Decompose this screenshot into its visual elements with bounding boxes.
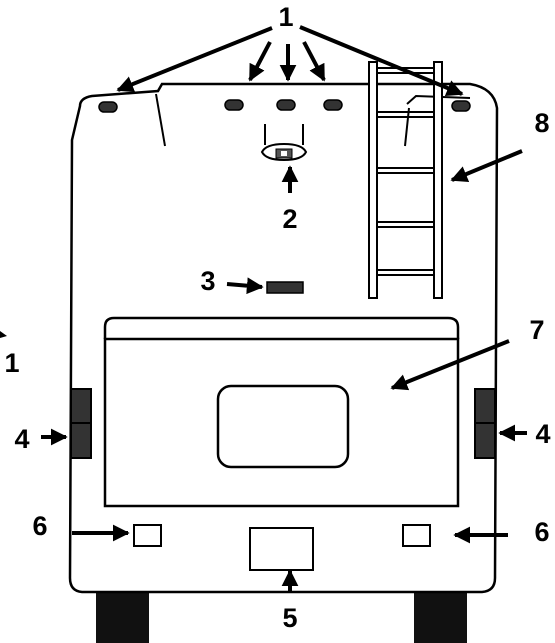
left-roof-cap-seam (155, 93, 166, 147)
callout-1-roof-markers: 1 (278, 2, 293, 32)
callout-2-camera: 2 (282, 204, 297, 234)
callout-1-left-edge: 1 (4, 348, 19, 378)
callout-5-license-plate: 5 (282, 603, 297, 633)
backup-light-right (402, 524, 431, 547)
right-tail-light (474, 388, 496, 459)
rear-camera (260, 124, 308, 162)
rear-engine-hatch (103, 316, 460, 508)
cropped-arrow-fragment (0, 331, 7, 338)
marker-light-center-left (224, 99, 244, 111)
callout-4-right-tail-light: 4 (535, 419, 550, 449)
left-tail-light (70, 388, 92, 459)
left-rear-tire (96, 584, 149, 643)
marker-light-left-corner (98, 101, 118, 113)
right-rear-tire (414, 584, 467, 643)
license-plate-mount (249, 527, 314, 571)
callout-3-brake-light: 3 (200, 266, 215, 296)
callout-8-ladder: 8 (534, 108, 549, 138)
marker-light-center-right (323, 99, 343, 111)
callout-6-left-backup-light: 6 (32, 511, 47, 541)
backup-light-left (133, 524, 162, 547)
callout-7-engine-hatch: 7 (529, 315, 544, 345)
callout-4-left-tail-light: 4 (14, 424, 29, 454)
marker-light-center (276, 99, 296, 111)
marker-light-right-corner (451, 100, 471, 112)
leader-arrows (41, 25, 527, 593)
right-roof-cap-seam (404, 94, 471, 147)
rear-ladder (368, 61, 443, 299)
rear-window (216, 384, 350, 469)
callout-6-right-backup-light: 6 (534, 517, 549, 547)
third-brake-light (266, 281, 304, 294)
